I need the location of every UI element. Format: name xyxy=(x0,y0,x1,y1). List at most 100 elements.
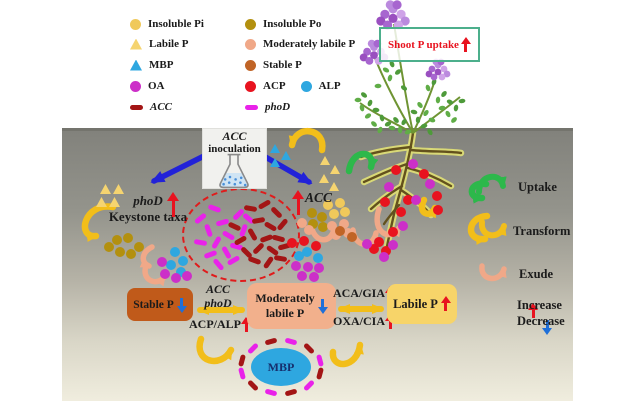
insoluble_pi-dot xyxy=(323,200,333,210)
uptake-legend-label: Uptake xyxy=(518,180,557,194)
acp-dot xyxy=(388,227,398,237)
acc_rod-rod xyxy=(247,227,258,242)
acp-alp-label: ACP/ALP xyxy=(189,317,251,333)
phod_rod-rod xyxy=(193,238,208,247)
oa-dot xyxy=(425,179,435,189)
alp-dot xyxy=(294,251,304,261)
decrease-legend-label: Decrease xyxy=(517,314,565,328)
acc_rod-rod xyxy=(252,242,265,255)
oa-dot xyxy=(182,271,192,281)
acc-icon xyxy=(130,104,143,110)
moderately-labile-p-icon xyxy=(245,38,256,50)
acp-dot xyxy=(374,237,384,247)
p-legend: Insoluble Pi Labile P MBP OA ACC Insolub… xyxy=(126,17,376,117)
oa-dot xyxy=(309,272,319,282)
legend-item: ACC xyxy=(130,100,172,114)
legend-item: OA xyxy=(130,79,165,93)
alp-dot xyxy=(166,260,176,270)
acc_rod-rod xyxy=(227,221,242,232)
alp-icon xyxy=(300,80,312,92)
stable-dot xyxy=(335,226,345,236)
acp-dot xyxy=(433,205,443,215)
insoluble_po-dot xyxy=(112,235,122,245)
oa-icon xyxy=(130,80,141,92)
labile_tri-triangle xyxy=(330,165,340,174)
acc-inoculation-box: ACC inoculation xyxy=(203,129,266,189)
insoluble-pi-icon xyxy=(130,18,141,30)
labile_tri-triangle xyxy=(100,184,111,194)
legend-item: Insoluble Po xyxy=(245,17,321,31)
stable-p-box: Stable P xyxy=(127,288,193,321)
aca-gia-label: ACA/GIA xyxy=(333,286,396,302)
increase-arrow-icon xyxy=(460,36,471,53)
acc-release-label: ACC xyxy=(292,190,332,216)
labile_tri-triangle xyxy=(329,182,339,191)
acc_rod-rod xyxy=(273,254,288,263)
mod_labile-dot xyxy=(297,218,307,228)
oa-dot xyxy=(408,159,418,169)
mbp-icon xyxy=(130,59,142,71)
oa-dot xyxy=(314,263,324,273)
legend-item: Moderately labile P xyxy=(245,37,355,51)
mbp_blue-triangle xyxy=(270,144,280,153)
acc_rod-rod xyxy=(262,255,275,270)
oa-dot xyxy=(411,195,421,205)
oa-dot xyxy=(398,221,408,231)
legend-item: Labile P xyxy=(130,37,188,51)
acp-dot xyxy=(432,191,442,201)
insoluble_po-dot xyxy=(104,242,114,252)
mbp-ellipse: MBP xyxy=(251,348,311,386)
decrease-legend-icon xyxy=(542,319,552,335)
keystone-taxa-label: phoD Keystone taxa xyxy=(108,193,188,224)
acc_rod-rod xyxy=(270,206,283,219)
alp-dot xyxy=(170,247,180,257)
insoluble_po-dot xyxy=(134,242,144,252)
acc_rod-rod xyxy=(271,234,286,243)
oa-dot xyxy=(160,269,170,279)
phod-gene-label: phoD xyxy=(204,296,232,310)
phod_rod-rod xyxy=(211,235,222,250)
phod_rod-rod xyxy=(221,230,236,241)
oa-dot xyxy=(303,262,313,272)
labile_tri-triangle xyxy=(319,174,329,183)
exude-legend-label: Exude xyxy=(519,267,554,281)
acc_rod-rod xyxy=(240,246,253,259)
phod-icon xyxy=(245,104,258,110)
labile_tri-triangle xyxy=(113,184,124,194)
oa-dot xyxy=(291,261,301,271)
legend-item: phoD xyxy=(245,100,290,114)
mod_labile-dot xyxy=(304,225,314,235)
oa-dot xyxy=(171,273,181,283)
insoluble-po-icon xyxy=(245,18,256,30)
alp-dot xyxy=(176,267,186,277)
labile-p-icon xyxy=(130,38,142,50)
legend-item: MBP xyxy=(130,58,173,72)
legend-item: ACP ALP xyxy=(245,79,341,93)
insoluble_pi-dot xyxy=(340,207,350,217)
phod_rod-rod xyxy=(203,223,214,238)
labile-p-box: Labile P xyxy=(387,284,457,324)
alp-dot xyxy=(178,256,188,266)
stable-dot xyxy=(347,232,357,242)
insoluble_pi-dot xyxy=(329,209,339,219)
acp-dot xyxy=(419,169,429,179)
acc_rod-rod xyxy=(251,216,266,225)
acp-dot xyxy=(369,244,379,254)
decrease-arrow-icon xyxy=(176,297,187,313)
stable-p-icon xyxy=(245,59,256,71)
shoot-p-uptake-label: Shoot P uptake xyxy=(388,38,459,51)
shoot-p-uptake-box: Shoot P uptake xyxy=(379,27,480,62)
oa-dot xyxy=(297,271,307,281)
oxa-cia-label: OXA/CIA xyxy=(333,314,396,330)
mod_labile-dot xyxy=(339,219,349,229)
increase-arrow-icon xyxy=(440,296,451,312)
oa-dot xyxy=(362,239,372,249)
labile_tri-triangle xyxy=(96,197,107,207)
inoculation-line2: inoculation xyxy=(208,143,261,155)
legend-item: Stable P xyxy=(245,58,302,72)
increase-arrow-icon xyxy=(292,190,304,216)
transform-legend-label: Transform xyxy=(513,224,571,238)
phod_rod-rod xyxy=(207,203,222,214)
alp-dot xyxy=(302,247,312,257)
